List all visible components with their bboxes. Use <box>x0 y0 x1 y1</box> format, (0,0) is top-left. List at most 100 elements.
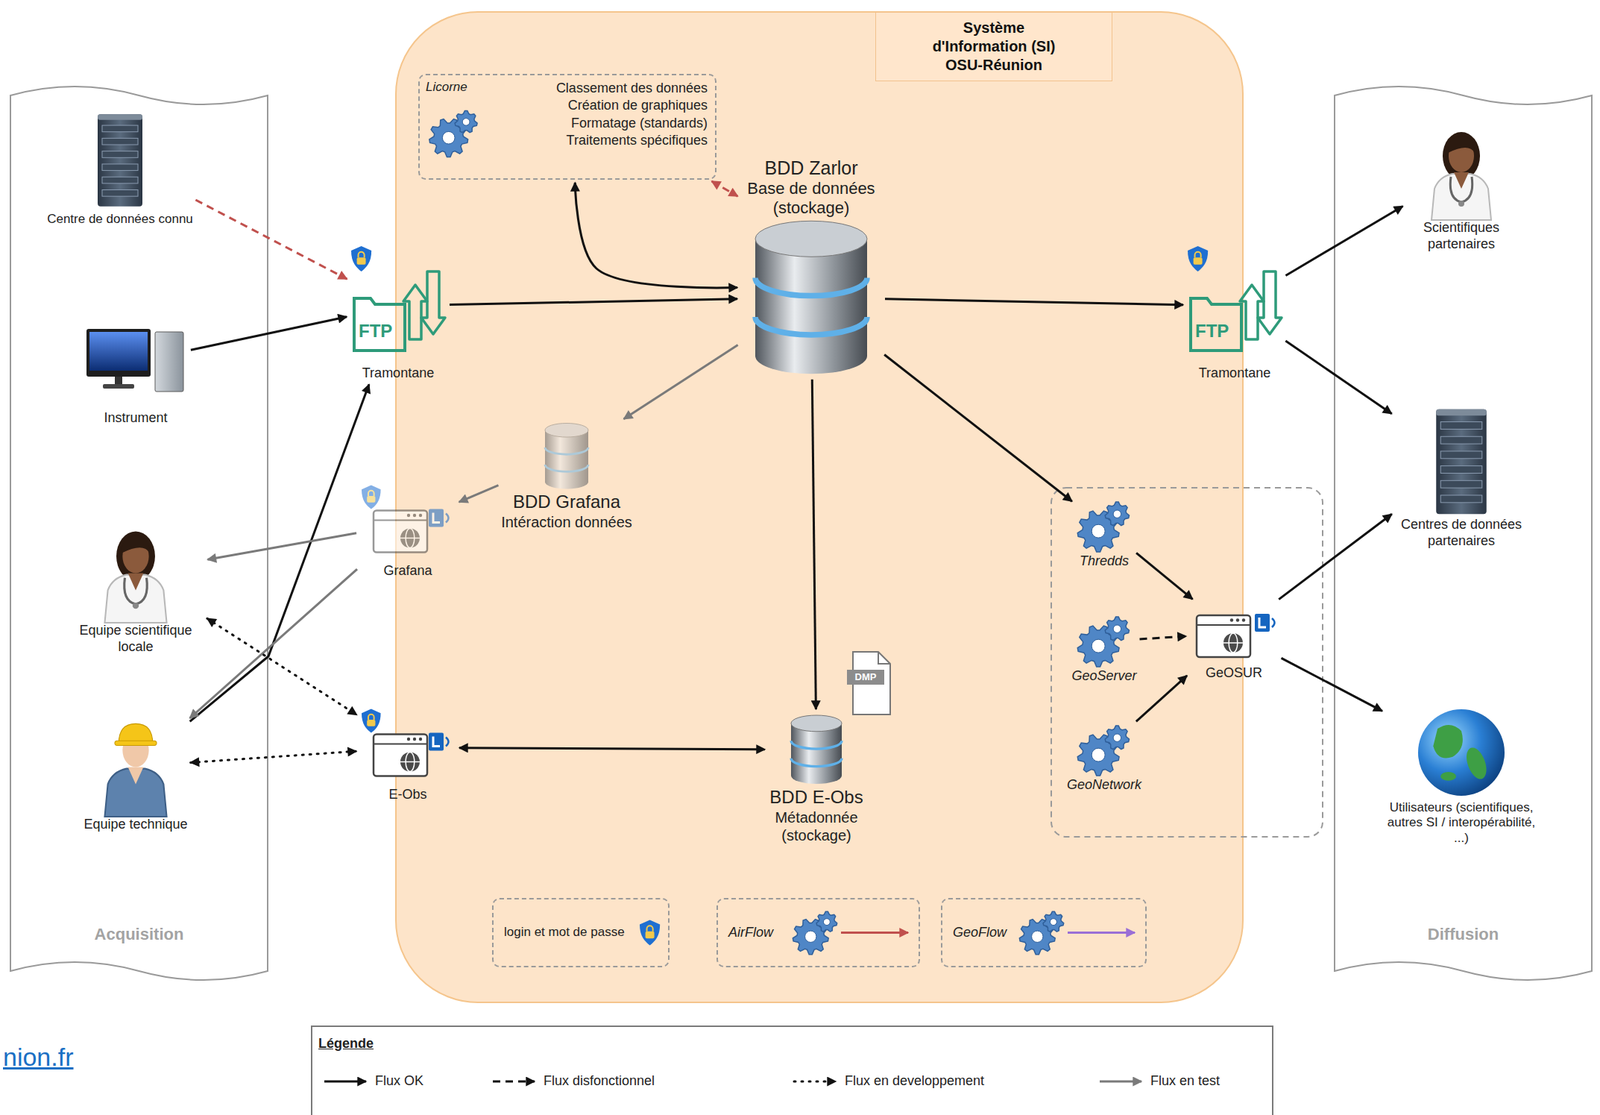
legend-sample <box>322 1075 370 1088</box>
icon-slot <box>782 712 850 787</box>
icon-part <box>1462 744 1491 782</box>
service: Thredds <box>1074 499 1135 570</box>
flow-arrow <box>884 298 1184 305</box>
icon-part <box>755 278 868 296</box>
icon-part <box>366 719 376 727</box>
icon-part <box>124 577 148 604</box>
icon-part <box>1195 252 1202 258</box>
system-region: LicorneClassement des données Création d… <box>395 11 1243 1003</box>
icon-part <box>545 423 589 490</box>
gearL-symbol <box>429 110 478 157</box>
process-group: LicorneClassement des données Création d… <box>418 73 717 180</box>
node-label: Tramontane <box>362 365 434 382</box>
icon-part <box>1440 421 1483 430</box>
flow-arrow <box>195 199 347 279</box>
node-label: Scientifiques partenaires <box>1405 219 1518 253</box>
connectors <box>190 181 1404 762</box>
server-icon <box>97 114 143 207</box>
icon-part <box>791 715 842 784</box>
gear-icon <box>1077 616 1129 667</box>
icons <box>86 110 1505 954</box>
icon-part <box>1440 480 1483 488</box>
legend-sample <box>792 1075 839 1088</box>
stage-band: Centre de données connuInstrumentEquipe … <box>10 86 268 980</box>
icon-part <box>419 513 422 517</box>
computer-icon <box>86 328 184 392</box>
icon-part <box>1432 724 1463 759</box>
ftp-icon <box>1187 246 1282 351</box>
icon-part <box>1104 616 1129 640</box>
icon-part <box>794 1079 836 1082</box>
icon-part <box>1440 451 1483 459</box>
node-label: Système d'Information (SI) OSU-Réunion <box>875 11 1113 82</box>
icon-part <box>102 176 138 184</box>
node-label: Métadonnée (stockage) <box>767 808 865 844</box>
gear-icon <box>1077 725 1129 776</box>
icon-part <box>433 736 440 747</box>
database: BDD E-ObsMétadonnée (stockage) <box>767 712 865 844</box>
icon-part <box>400 537 420 540</box>
icon-part <box>1196 624 1251 626</box>
dbe-icon <box>791 715 842 784</box>
icon-part <box>358 252 365 258</box>
server-icon <box>1435 409 1487 515</box>
flow-arrow <box>624 345 739 420</box>
icon-part <box>351 246 372 272</box>
icon-part <box>645 931 655 939</box>
icon-part <box>442 131 455 144</box>
icon-part <box>403 284 428 340</box>
flow-arrow <box>459 747 765 750</box>
icon-part <box>421 271 446 335</box>
icon-slot <box>83 313 188 411</box>
legend-sample <box>491 1075 538 1088</box>
icon-part <box>1043 911 1064 932</box>
icon-part <box>413 513 417 517</box>
lock-symbol <box>639 920 660 946</box>
geosur-icon <box>1196 613 1275 657</box>
icon-part <box>428 732 444 751</box>
actor: Equipe technique <box>83 715 188 833</box>
icon-part <box>1113 733 1121 742</box>
key-box: AirFlow <box>716 897 921 968</box>
icon-slot <box>1074 723 1135 777</box>
node-label: Thredds <box>1079 553 1129 570</box>
icon-part <box>1031 930 1044 942</box>
icon-part <box>102 383 135 389</box>
icon-part <box>1067 931 1135 934</box>
icon-part <box>400 761 420 763</box>
icon-part <box>419 737 422 741</box>
icon-part <box>1435 409 1487 416</box>
icon-part <box>128 573 144 591</box>
icon-slot <box>1189 600 1279 666</box>
icon-part <box>1187 246 1208 272</box>
icon-part <box>373 519 428 522</box>
icon-part <box>1458 200 1465 207</box>
icon-part <box>755 220 868 374</box>
flow-arrow <box>207 533 357 560</box>
document: DMP <box>846 650 892 718</box>
icon-part <box>324 1079 367 1082</box>
icon-slot <box>1074 499 1135 554</box>
legend-entry: Flux disfonctionnel <box>491 1072 655 1089</box>
icon-part <box>102 137 138 145</box>
icon-part <box>121 536 150 554</box>
icon-part <box>1049 918 1057 926</box>
system-region <box>395 11 1243 1003</box>
icon-part <box>1239 284 1264 340</box>
doc-icon <box>846 651 891 715</box>
icon-slot: FTP <box>1186 246 1284 366</box>
icon-slot <box>1427 406 1495 517</box>
icon-part <box>462 118 470 127</box>
icon-part <box>1447 136 1475 153</box>
icon-part <box>492 1079 535 1082</box>
icon-part <box>368 490 375 496</box>
flow-arrow <box>884 354 1073 502</box>
node-label: BDD E-Obs <box>769 786 863 809</box>
icon-part <box>1440 465 1483 474</box>
icon-part <box>104 723 167 817</box>
node-label: BDD Zarlor <box>764 156 858 179</box>
ftp-icon <box>351 246 446 351</box>
ftp-server: FTPTramontane <box>349 246 447 382</box>
actor: Equipe scientifique locale <box>67 521 206 655</box>
node-label: Instrument <box>103 410 168 427</box>
